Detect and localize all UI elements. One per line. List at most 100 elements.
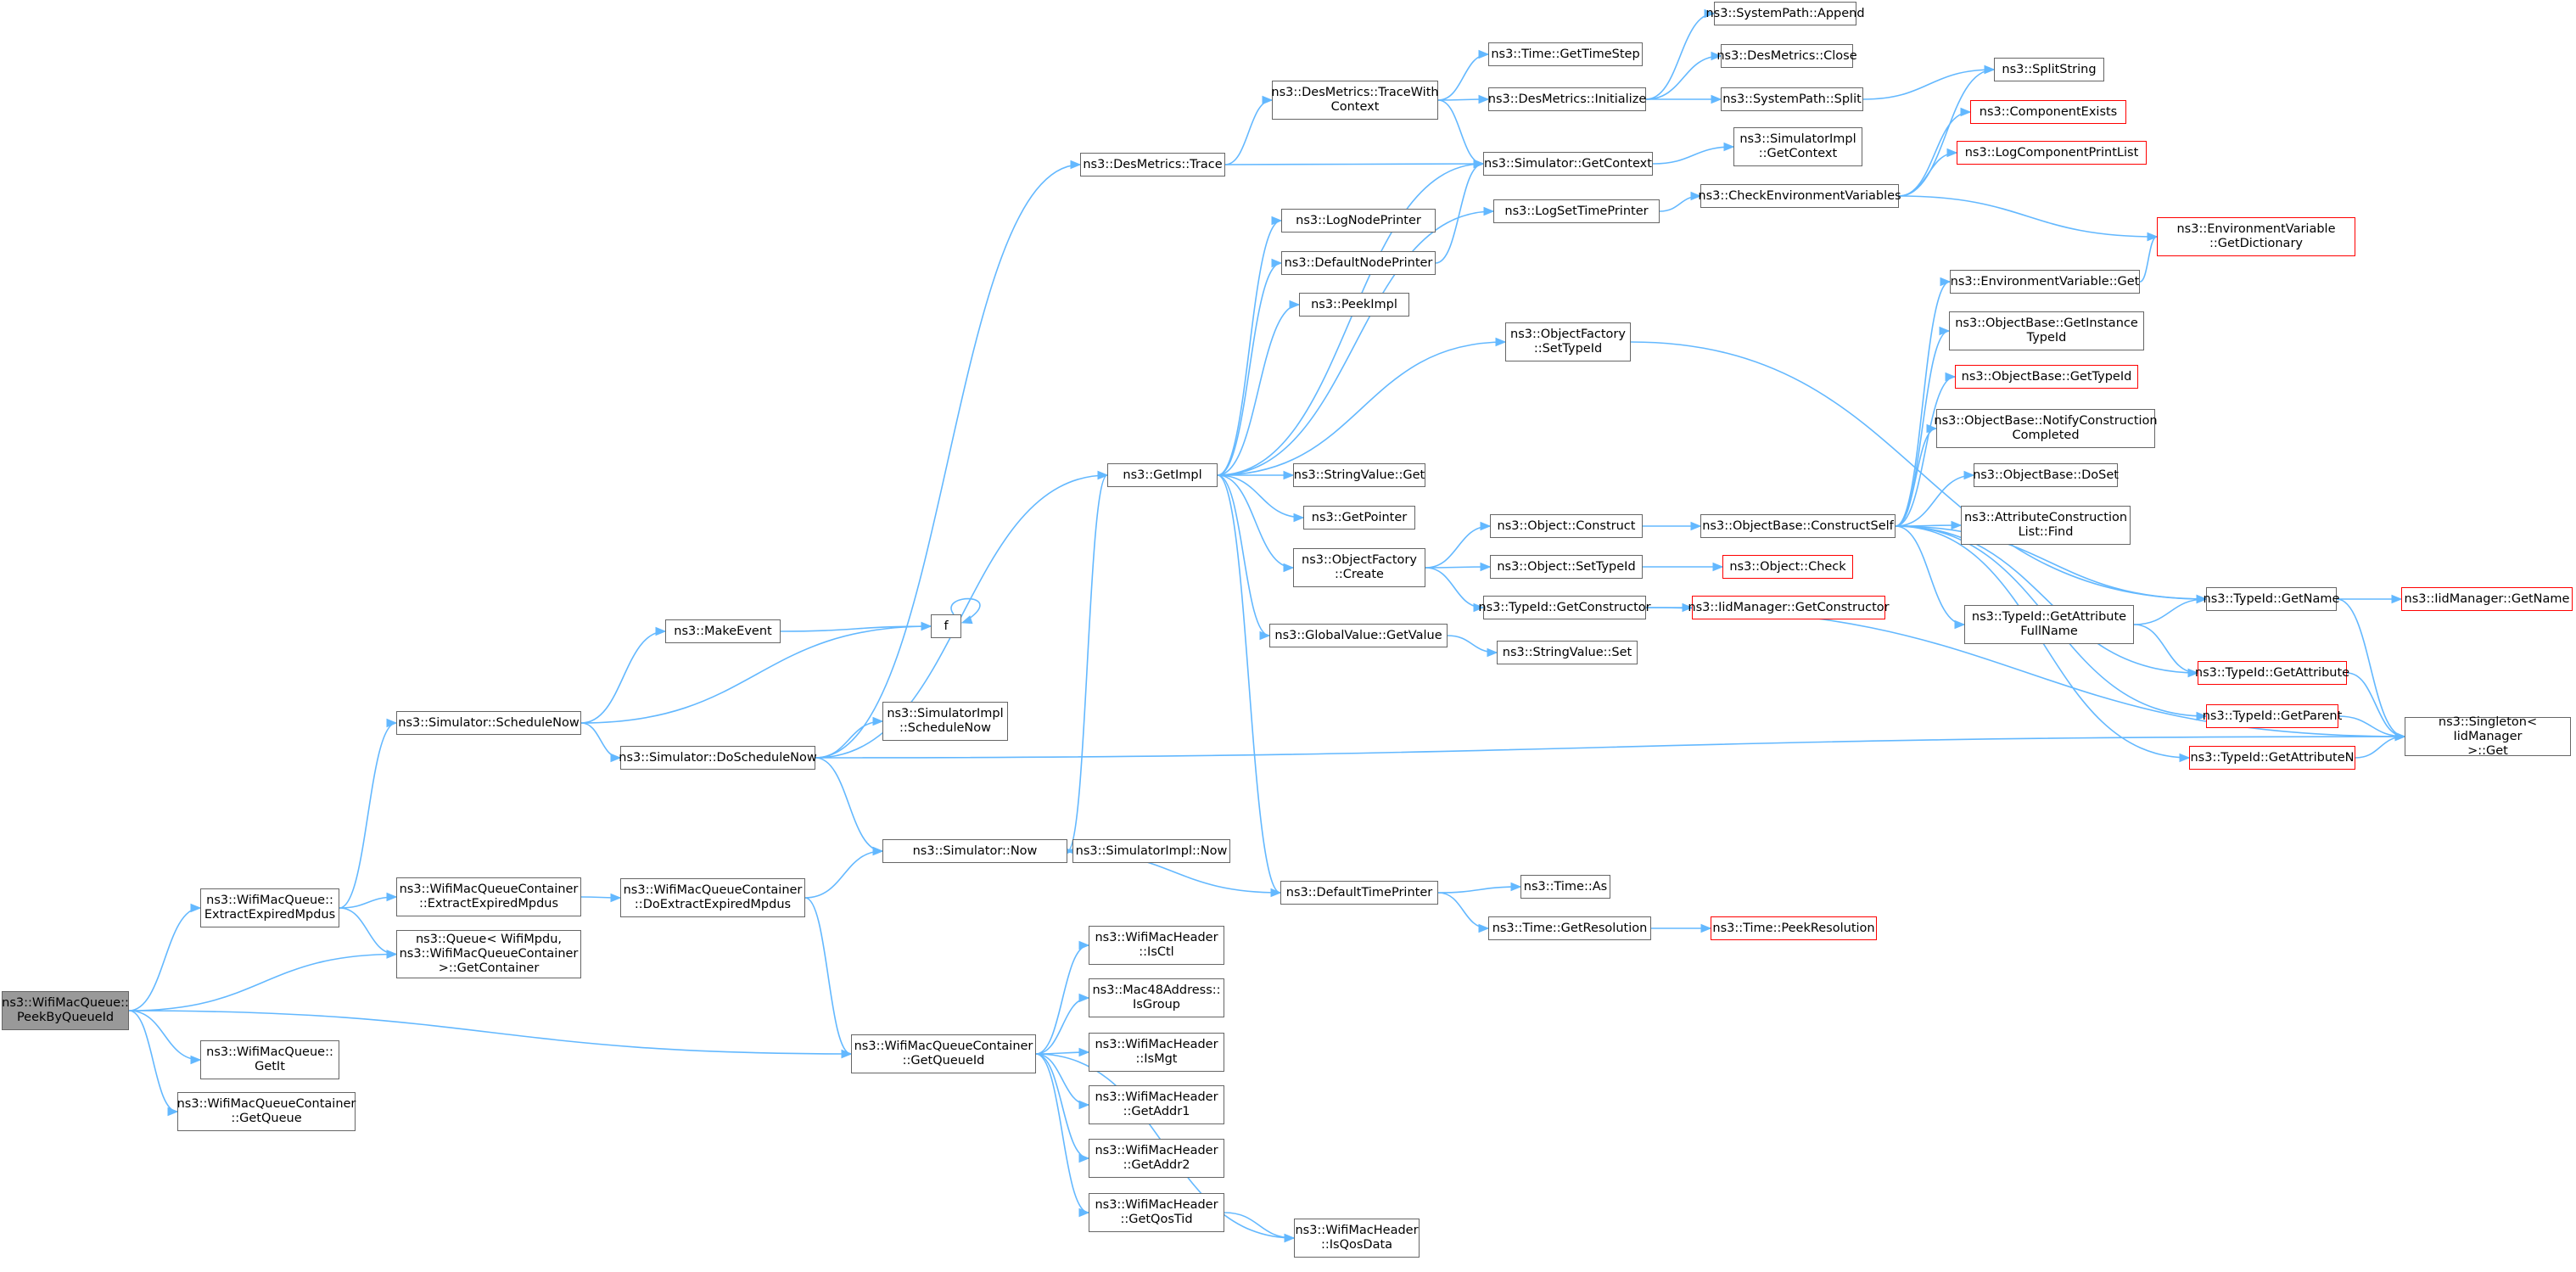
edge-n52-n43 — [1895, 277, 1952, 527]
node-ns3-queue-wifimpdu-ns3-wifimacqueuecontainer-getcontainer[interactable]: ns3::Queue< WifiMpdu, ns3::WifiMacQueueC… — [396, 930, 581, 978]
node-ns3-objectfactory-create[interactable]: ns3::ObjectFactory ::Create — [1293, 548, 1425, 587]
edge-n16-n53 — [1217, 474, 1295, 573]
node-ns3-wifimacqueue-getit[interactable]: ns3::WifiMacQueue:: GetIt — [200, 1040, 339, 1079]
node-ns3-wifimacqueue-extractexpiredmpdus[interactable]: ns3::WifiMacQueue:: ExtractExpiredMpdus — [200, 888, 339, 927]
node-ns3-time-peekresolution[interactable]: ns3::Time::PeekResolution — [1711, 916, 1877, 940]
node-ns3-stringvalue-set[interactable]: ns3::StringValue::Set — [1497, 641, 1638, 664]
node-ns3-lognodeprinter[interactable]: ns3::LogNodePrinter — [1281, 209, 1436, 233]
node-ns3-checkenvironmentvariables[interactable]: ns3::CheckEnvironmentVariables — [1698, 184, 1901, 208]
node-ns3-peekimpl[interactable]: ns3::PeekImpl — [1299, 293, 1409, 317]
edge-n25-n26 — [1437, 49, 1490, 101]
node-ns3-wifimacheader-isctl[interactable]: ns3::WifiMacHeader ::IsCtl — [1089, 926, 1224, 965]
node-ns3-objectbase-constructself[interactable]: ns3::ObjectBase::ConstructSelf — [1700, 514, 1896, 538]
node-ns3-systempath-split[interactable]: ns3::SystemPath::Split — [1721, 87, 1863, 111]
edge-n16-n37 — [1217, 206, 1495, 476]
node-ns3-simulator-schedulenow[interactable]: ns3::Simulator::ScheduleNow — [396, 711, 581, 735]
node-ns3-time-gettimestep[interactable]: ns3::Time::GetTimeStep — [1488, 42, 1643, 66]
edge-n38-n41 — [1898, 195, 2159, 242]
node-ns3-time-getresolution[interactable]: ns3::Time::GetResolution — [1488, 916, 1651, 940]
edge-n68-n69 — [1651, 923, 1712, 933]
node-ns3-attributeconstruction-list-find[interactable]: ns3::AttributeConstruction List::Find — [1961, 506, 2131, 545]
node-ns3-mac48address-isgroup[interactable]: ns3::Mac48Address:: IsGroup — [1089, 978, 1224, 1017]
node-ns3-typeid-getattribute-fullname[interactable]: ns3::TypeId::GetAttribute FullName — [1964, 605, 2134, 644]
node-ns3-getimpl[interactable]: ns3::GetImpl — [1107, 463, 1218, 487]
node-ns3-wifimacheader-isqosdata[interactable]: ns3::WifiMacHeader ::IsQosData — [1294, 1219, 1420, 1258]
node-ns3-object-settypeid[interactable]: ns3::Object::SetTypeId — [1490, 555, 1643, 579]
edge-n10-n15 — [815, 160, 1082, 759]
node-ns3-componentexists[interactable]: ns3::ComponentExists — [1970, 100, 2126, 124]
edge-n7-n8 — [580, 626, 667, 724]
node-ns3-wifimacheader-getqostid[interactable]: ns3::WifiMacHeader ::GetQosTid — [1089, 1193, 1224, 1232]
node-ns3-wifimacqueue-peekbyqueueid[interactable]: ns3::WifiMacQueue:: PeekByQueueId — [2, 991, 129, 1030]
node-ns3-logcomponentprintlist[interactable]: ns3::LogComponentPrintList — [1957, 141, 2147, 165]
node-ns3-object-check[interactable]: ns3::Object::Check — [1722, 555, 1853, 579]
node-ns3-simulatorimpl-schedulenow[interactable]: ns3::SimulatorImpl ::ScheduleNow — [882, 702, 1008, 741]
edge-n16-n60 — [1217, 474, 1271, 641]
node-ns3-simulatorimpl-getcontext[interactable]: ns3::SimulatorImpl ::GetContext — [1733, 127, 1862, 166]
node-ns3-systempath-append[interactable]: ns3::SystemPath::Append — [1705, 2, 1865, 25]
node-ns3-objectbase-notifyconstruction-completed[interactable]: ns3::ObjectBase::NotifyConstruction Comp… — [1934, 409, 2158, 448]
node-ns3-desmetrics-close[interactable]: ns3::DesMetrics::Close — [1716, 44, 1857, 68]
node-ns3-wifimacheader-ismgt[interactable]: ns3::WifiMacHeader ::IsMgt — [1089, 1033, 1224, 1072]
node-ns3-logsettimeprinter[interactable]: ns3::LogSetTimePrinter — [1493, 199, 1660, 223]
node-ns3-wifimacqueuecontainer-getqueue[interactable]: ns3::WifiMacQueueContainer ::GetQueue — [177, 1092, 356, 1131]
edge-n6-n18 — [1035, 940, 1090, 1055]
edge-n35-n28 — [1435, 159, 1485, 264]
node-ns3-wifimacqueuecontainer-doextractexpiredmpdus[interactable]: ns3::WifiMacQueueContainer ::DoExtractEx… — [620, 878, 805, 917]
edge-n0-n1 — [128, 903, 202, 1011]
node-ns3-typeid-getattributen[interactable]: ns3::TypeId::GetAttributeN — [2189, 746, 2355, 770]
edge-n25-n27 — [1437, 94, 1490, 104]
edge-n1-n2 — [339, 892, 398, 909]
edge-n6-n21 — [1035, 1053, 1090, 1110]
node-ns3-makeevent[interactable]: ns3::MakeEvent — [665, 619, 781, 643]
node-ns3-simulator-getcontext[interactable]: ns3::Simulator::GetContext — [1483, 152, 1653, 176]
edge-n1-n7 — [339, 718, 398, 909]
node-ns3-stringvalue-get[interactable]: ns3::StringValue::Get — [1293, 463, 1425, 487]
node-ns3-desmetrics-initialize[interactable]: ns3::DesMetrics::Initialize — [1488, 87, 1646, 111]
edge-n61-n63 — [2133, 624, 2199, 678]
node-ns3-desmetrics-tracewith-context[interactable]: ns3::DesMetrics::TraceWith Context — [1271, 81, 1439, 120]
node-ns3-iidmanager-getconstructor[interactable]: ns3::IidManager::GetConstructor — [1688, 596, 1890, 619]
node-ns3-simulatorimpl-now[interactable]: ns3::SimulatorImpl::Now — [1072, 839, 1230, 863]
node-ns3-getpointer[interactable]: ns3::GetPointer — [1303, 506, 1415, 530]
node-ns3-environmentvariable-getdictionary[interactable]: ns3::EnvironmentVariable ::GetDictionary — [2157, 217, 2355, 256]
node-ns3-simulator-now[interactable]: ns3::Simulator::Now — [882, 839, 1067, 863]
node-ns3-environmentvariable-get[interactable]: ns3::EnvironmentVariable::Get — [1950, 270, 2140, 294]
node-ns3-splitstring[interactable]: ns3::SplitString — [1994, 58, 2104, 81]
edge-n6-n22 — [1035, 1053, 1090, 1163]
node-ns3-wifimacheader-getaddr1[interactable]: ns3::WifiMacHeader ::GetAddr1 — [1089, 1085, 1224, 1124]
node-ns3-objectbase-getinstance-typeid[interactable]: ns3::ObjectBase::GetInstance TypeId — [1949, 311, 2144, 350]
edge-n13-n16 — [1067, 470, 1109, 852]
node-ns3-typeid-getname[interactable]: ns3::TypeId::GetName — [2204, 587, 2339, 611]
node-ns3-objectbase-doset[interactable]: ns3::ObjectBase::DoSet — [1973, 463, 2119, 487]
node-ns3-globalvalue-getvalue[interactable]: ns3::GlobalValue::GetValue — [1269, 624, 1448, 647]
node-ns3-wifimacheader-getaddr2[interactable]: ns3::WifiMacHeader ::GetAddr2 — [1089, 1139, 1224, 1178]
edge-n16-n36 — [1217, 300, 1301, 476]
edge-n52-n61 — [1895, 525, 1966, 630]
node-ns3-objectfactory-settypeid[interactable]: ns3::ObjectFactory ::SetTypeId — [1505, 322, 1631, 361]
edge-n51-n52 — [1643, 521, 1702, 531]
node-ns3-defaultnodeprinter[interactable]: ns3::DefaultNodePrinter — [1281, 251, 1436, 275]
node-f[interactable]: f — [931, 614, 961, 638]
edge-n15-n25 — [1224, 95, 1274, 165]
edge-n17-n67 — [1437, 882, 1522, 894]
node-ns3-iidmanager-getname[interactable]: ns3::IidManager::GetName — [2401, 587, 2573, 611]
edge-n16-n47 — [1218, 470, 1295, 480]
edge-n52-n48 — [1895, 470, 1975, 527]
node-ns3-time-as[interactable]: ns3::Time::As — [1520, 875, 1610, 899]
edge-n56-n57 — [2337, 594, 2403, 604]
edge-n0-n4 — [128, 1010, 202, 1065]
node-ns3-desmetrics-trace[interactable]: ns3::DesMetrics::Trace — [1080, 153, 1225, 177]
node-ns3-defaulttimeprinter[interactable]: ns3::DefaultTimePrinter — [1280, 881, 1438, 905]
node-ns3-objectbase-gettypeid[interactable]: ns3::ObjectBase::GetTypeId — [1955, 365, 2138, 389]
node-ns3-simulator-doschedulenow[interactable]: ns3::Simulator::DoScheduleNow — [619, 746, 817, 770]
node-ns3-wifimacqueuecontainer-getqueueid[interactable]: ns3::WifiMacQueueContainer ::GetQueueId — [851, 1034, 1036, 1073]
node-ns3-singleton-iidmanager-get[interactable]: ns3::Singleton< IidManager >::Get — [2405, 715, 2571, 758]
edge-n52-n63 — [1895, 525, 2199, 678]
node-ns3-typeid-getconstructor[interactable]: ns3::TypeId::GetConstructor — [1478, 596, 1651, 619]
node-ns3-wifimacqueuecontainer-extractexpiredmpdus[interactable]: ns3::WifiMacQueueContainer ::ExtractExpi… — [396, 877, 581, 916]
node-ns3-typeid-getattribute[interactable]: ns3::TypeId::GetAttribute — [2195, 661, 2349, 685]
node-ns3-typeid-getparent[interactable]: ns3::TypeId::GetParent — [2203, 704, 2342, 728]
node-ns3-object-construct[interactable]: ns3::Object::Construct — [1490, 514, 1643, 538]
